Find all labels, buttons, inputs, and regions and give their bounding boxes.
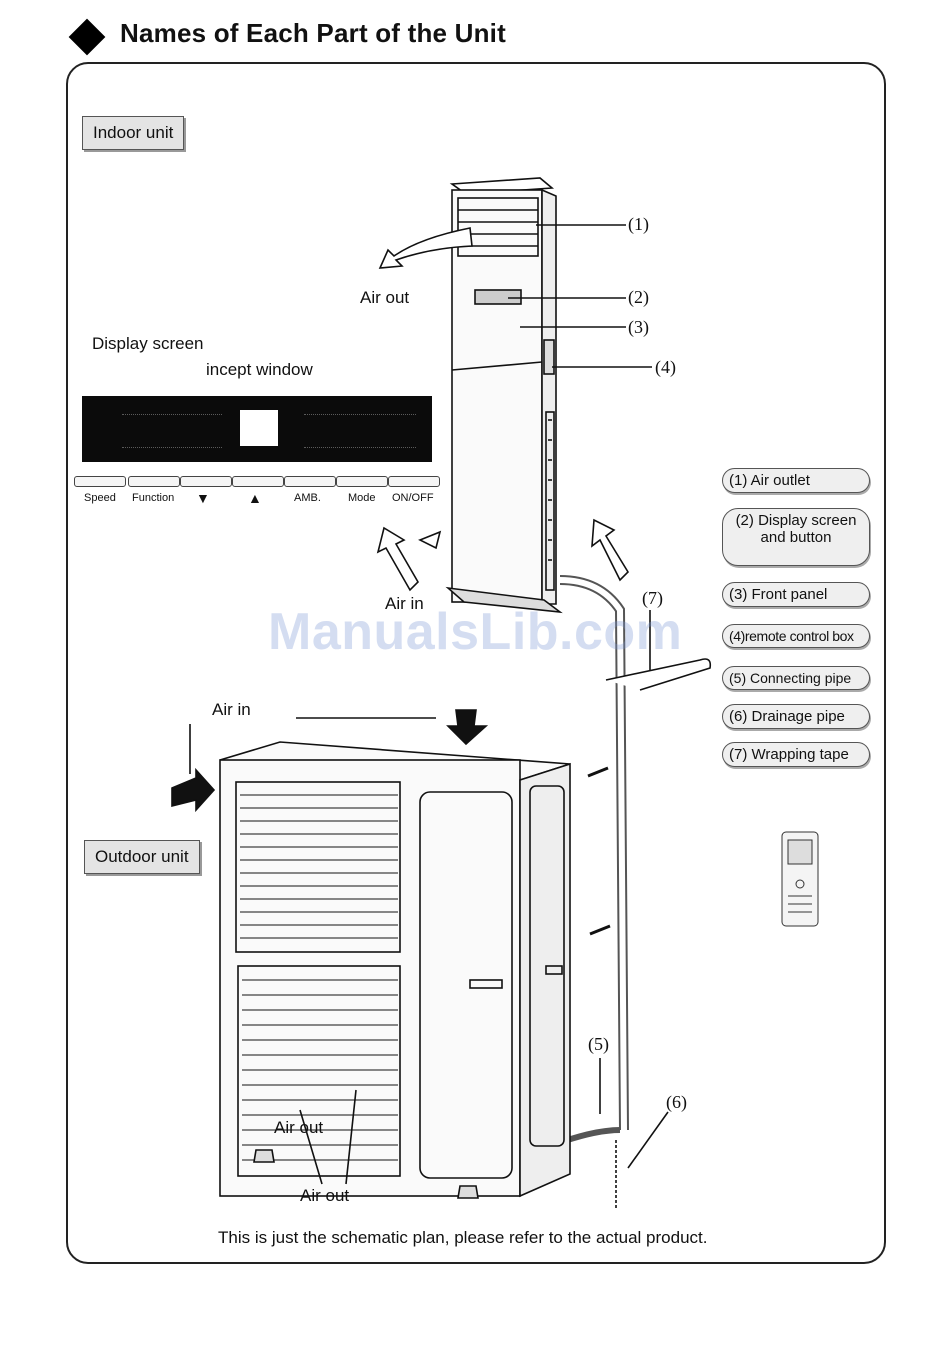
down-arrow-icon: ▼ — [196, 490, 210, 506]
legend-item-6: (6) Drainage pipe — [722, 704, 870, 729]
on-off-button-label: ON/OFF — [392, 492, 434, 504]
legend-item-4: (4)remote control box — [722, 624, 870, 648]
callout-2: (2) — [628, 287, 649, 307]
callout-4: (4) — [655, 357, 676, 377]
function-button[interactable] — [128, 476, 180, 487]
outdoor-air-out-label-2: Air out — [300, 1186, 350, 1205]
mode-button-label: Mode — [348, 492, 376, 504]
outdoor-unit-label: Outdoor unit — [84, 840, 200, 874]
remote-control-drawing — [781, 831, 819, 927]
speed-button-label: Speed — [84, 492, 116, 504]
up-arrow-icon: ▲ — [248, 490, 262, 506]
footer-note: This is just the schematic plan, please … — [218, 1228, 708, 1247]
incept-window-label: incept window — [206, 360, 313, 379]
display-icons-right — [304, 414, 416, 448]
page-title: Names of Each Part of the Unit — [120, 18, 506, 48]
legend-item-5: (5) Connecting pipe — [722, 666, 870, 690]
display-icons-left — [122, 414, 222, 448]
display-panel — [82, 396, 432, 462]
amb-button-label: AMB. — [294, 492, 321, 504]
legend-item-2: (2) Display screen and button — [722, 508, 870, 566]
callout-7: (7) — [642, 588, 663, 608]
incept-window — [240, 410, 278, 446]
display-screen-caption: Display screen — [92, 334, 204, 353]
legend-item-3: (3) Front panel — [722, 582, 870, 607]
outdoor-air-out-label-1: Air out — [274, 1118, 324, 1137]
indoor-air-out-label: Air out — [360, 288, 410, 307]
down-button[interactable] — [180, 476, 232, 487]
callout-3: (3) — [628, 317, 649, 337]
legend-item-7: (7) Wrapping tape — [722, 742, 870, 767]
outdoor-unit-drawing — [219, 741, 571, 1199]
indoor-unit-label: Indoor unit — [82, 116, 185, 150]
callout-1: (1) — [628, 214, 649, 234]
on-off-button[interactable] — [388, 476, 440, 487]
callout-5: (5) — [588, 1034, 609, 1054]
indoor-unit-drawing — [445, 177, 563, 614]
function-button-label: Function — [132, 492, 175, 504]
diagram-frame — [66, 62, 886, 1264]
indoor-air-in-label: Air in — [385, 594, 424, 613]
outdoor-air-in-label: Air in — [212, 700, 251, 719]
legend-item-1: (1) Air outlet — [722, 468, 870, 493]
mode-button[interactable] — [336, 476, 388, 487]
speed-button[interactable] — [74, 476, 126, 487]
amb-button[interactable] — [284, 476, 336, 487]
up-button[interactable] — [232, 476, 284, 487]
callout-6: (6) — [666, 1092, 687, 1112]
panel-button-row: Speed Function ▼ ▲ AMB. Mode ON/OFF — [72, 476, 442, 506]
watermark: ManualsLib.com — [268, 603, 683, 661]
